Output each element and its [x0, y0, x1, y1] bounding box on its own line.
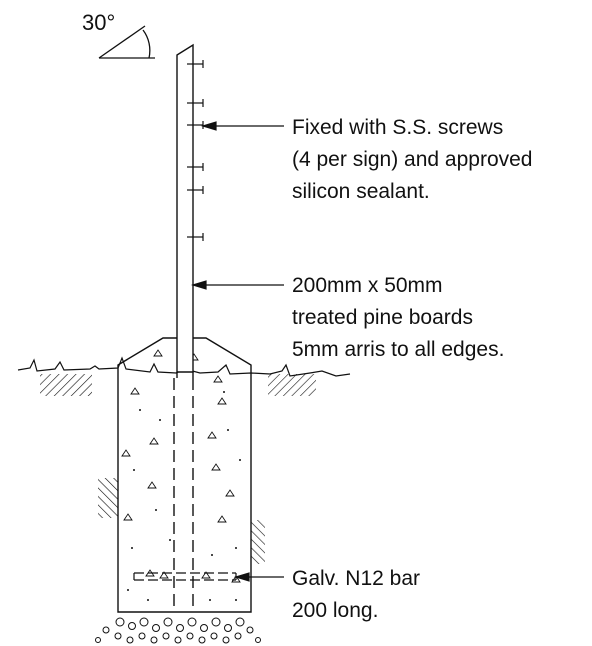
- callout-screws-line-3: silicon sealant.: [292, 180, 430, 203]
- callout-boards-line-2: treated pine boards: [292, 306, 473, 329]
- callout-bar: Galv. N12 bar 200 long.: [292, 567, 420, 622]
- callout-screws-line-2: (4 per sign) and approved: [292, 148, 533, 171]
- ground-line: [17, 356, 351, 377]
- concrete-dots: [127, 391, 241, 601]
- callout-boards-line-3: 5mm arris to all edges.: [292, 338, 504, 361]
- callout-bar-line-2: 200 long.: [292, 599, 378, 622]
- callout-screws: Fixed with S.S. screws (4 per sign) and …: [292, 116, 533, 203]
- leader-arrows: [190, 121, 284, 582]
- angle-symbol: [98, 25, 155, 59]
- gravel-base: [95, 617, 261, 644]
- callout-screws-line-1: Fixed with S.S. screws: [292, 116, 503, 139]
- timber-post: [176, 43, 194, 378]
- screws: [187, 60, 204, 241]
- angle-label: 30°: [82, 10, 115, 35]
- concrete-footing: [117, 337, 252, 613]
- vertical-reinforcing-bars: [173, 378, 194, 612]
- callout-boards-line-1: 200mm x 50mm: [292, 274, 443, 297]
- callout-boards: 200mm x 50mm treated pine boards 5mm arr…: [292, 274, 504, 361]
- soil-hatch: [40, 374, 316, 564]
- callout-bar-line-1: Galv. N12 bar: [292, 567, 420, 590]
